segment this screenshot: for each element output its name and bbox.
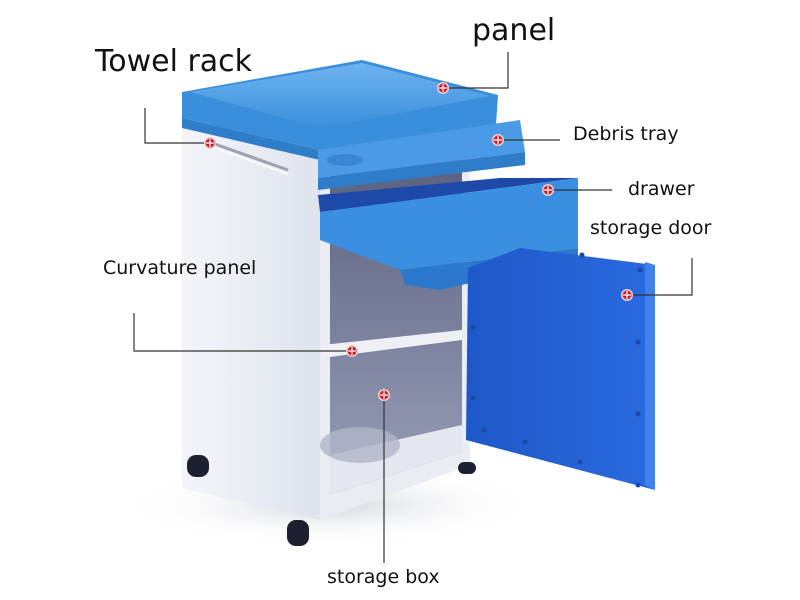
- label-curvature-panel: Curvature panel: [103, 257, 257, 279]
- marker-icons: [204, 82, 633, 401]
- top-panel: [182, 60, 498, 160]
- storage-box-bowl: [320, 427, 400, 463]
- marker-icon: [542, 184, 554, 196]
- label-towel-rack: Towel rack: [95, 44, 253, 79]
- storage-door: [466, 248, 655, 490]
- marker-icon: [346, 345, 358, 357]
- label-drawer: drawer: [628, 178, 695, 200]
- label-storage-door: storage door: [590, 217, 712, 239]
- label-debris-tray: Debris tray: [573, 123, 679, 145]
- caster-wheels: [187, 455, 476, 546]
- marker-icon: [378, 389, 390, 401]
- label-storage-box: storage box: [327, 566, 440, 588]
- leader-lines: [133, 52, 693, 563]
- marker-icon: [621, 289, 633, 301]
- label-panel: panel: [472, 13, 556, 48]
- debris-tray: [318, 120, 525, 190]
- marker-icon: [492, 134, 504, 146]
- marker-icon: [204, 137, 216, 149]
- marker-icon: [437, 82, 449, 94]
- towel-rack-bar: [211, 141, 289, 172]
